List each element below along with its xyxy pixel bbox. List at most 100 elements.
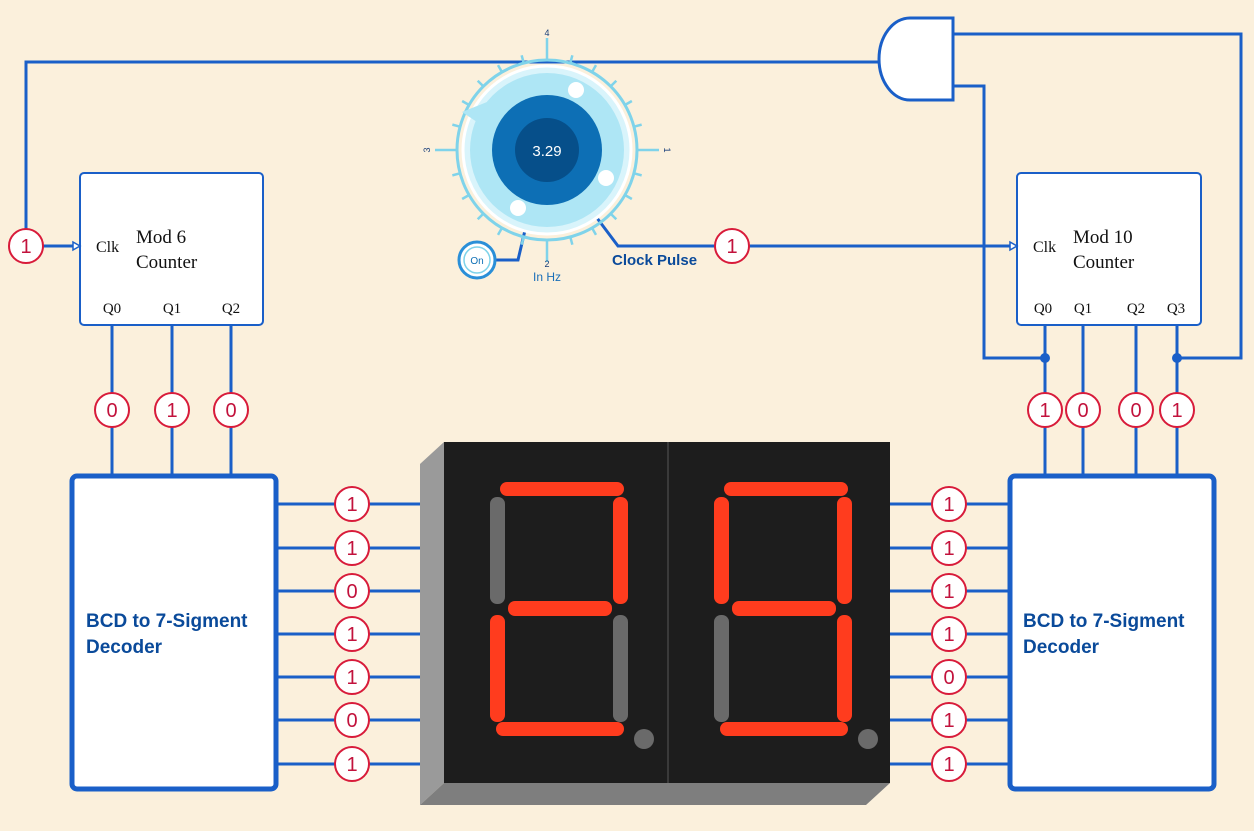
wire-and-input-a: [953, 32, 1243, 360]
mod6-output-q1: Q1: [163, 301, 181, 317]
mod10-clk-probe: 1: [714, 228, 750, 264]
mod10-output-q0: Q0: [1034, 301, 1052, 317]
right-seg-probe-6: 1: [931, 746, 967, 782]
scale-label-1: 1: [662, 147, 672, 152]
mod6-q0-probe: 0: [94, 392, 130, 428]
frequency-unit-label: In Hz: [533, 270, 561, 284]
mod6-clk-label: Clk: [96, 239, 119, 256]
mod6-clk-probe-value: 1: [20, 236, 31, 258]
left-seg-probe-6: 1: [334, 746, 370, 782]
on-button-label: On: [470, 256, 483, 267]
decoder-right-title-line1: BCD to 7-Sigment: [1023, 611, 1185, 632]
right-seg-probe-5: 1: [931, 702, 967, 738]
decoder-left-title-line2: Decoder: [86, 637, 163, 658]
right-seg-probe-3: 1: [931, 616, 967, 652]
left-seg-probe-2: 0: [334, 573, 370, 609]
knob-tick: [625, 194, 633, 201]
right-seg-probe-2-value: 1: [943, 581, 954, 603]
knob-ticks: [435, 38, 659, 262]
mod10-clk-probe-value: 1: [726, 236, 737, 258]
segment-a: [724, 482, 848, 496]
left-seg-probe-1-value: 1: [346, 538, 357, 560]
knob-tick: [452, 172, 460, 177]
seven-segment-display: [420, 442, 890, 805]
segment-c: [613, 615, 628, 722]
right-seg-probe-3-value: 1: [943, 624, 954, 646]
mod10-output-q2: Q2: [1127, 301, 1145, 317]
right-seg-probe-0-value: 1: [943, 494, 954, 516]
knob-tick: [496, 64, 503, 72]
knob-tick: [634, 172, 642, 177]
left-seg-probe-5: 0: [334, 702, 370, 738]
knob-tick: [476, 213, 484, 221]
mod10-q0-probe: 1: [1027, 392, 1063, 428]
mod6-counter: Clk Mod 6 Counter Q0 Q1 Q2: [72, 172, 264, 326]
mod10-output-q3: Q3: [1167, 301, 1185, 317]
knob-pointer-icon: [462, 100, 492, 124]
knob-tick: [520, 55, 525, 63]
knob-tick: [461, 194, 469, 201]
left-seg-probe-3-value: 1: [346, 624, 357, 646]
decoder-right: BCD to 7-Sigment Decoder: [1007, 473, 1217, 792]
mod6-q2-probe: 0: [213, 392, 249, 428]
segment-a: [500, 482, 624, 496]
clock-value: 3.29: [532, 143, 561, 160]
mod10-clk-label: Clk: [1033, 239, 1056, 256]
clock-pulse-label: Clock Pulse: [612, 252, 697, 269]
mod6-clk-probe: 1: [8, 228, 44, 264]
mod6-output-q0: Q0: [103, 301, 121, 317]
display-digit-tens: [490, 482, 654, 749]
knob-tick: [520, 237, 525, 245]
knob-tick: [569, 55, 574, 63]
left-seg-probe-1: 1: [334, 530, 370, 566]
knob-indicator-dot: [568, 82, 584, 98]
junction-q3: [1172, 353, 1182, 363]
right-seg-probe-4-value: 0: [943, 667, 954, 689]
right-seg-probe-0: 1: [931, 486, 967, 522]
on-button[interactable]: On: [457, 240, 497, 280]
and-gate: [877, 16, 955, 102]
segment-e: [490, 615, 505, 722]
knob-tick: [496, 228, 503, 236]
segment-g: [508, 601, 612, 616]
left-seg-probe-2-value: 0: [346, 581, 357, 603]
clock-input-marker-icon: [72, 240, 82, 252]
wire-reset-to-mod6: [24, 60, 880, 248]
knob-tick: [591, 228, 598, 236]
left-seg-probe-4-value: 1: [346, 667, 357, 689]
left-seg-probe-3: 1: [334, 616, 370, 652]
scale-label-2: 2: [544, 259, 549, 269]
mod10-q1-probe-value: 0: [1077, 400, 1088, 422]
wire-clock-pulse: [592, 213, 1017, 248]
segment-b: [613, 497, 628, 604]
knob-tick: [610, 79, 618, 87]
mod10-q3-probe: 1: [1159, 392, 1195, 428]
knob-tick: [610, 213, 618, 221]
left-seg-probe-5-value: 0: [346, 710, 357, 732]
clock-input-marker-icon: [1009, 240, 1019, 252]
mod10-q1-probe: 0: [1065, 392, 1101, 428]
knob-tick: [476, 79, 484, 87]
wire-and-input-b: [953, 84, 1045, 360]
scale-label-3: 3: [422, 147, 432, 152]
left-seg-probe-6-value: 1: [346, 754, 357, 776]
knob-indicator-dot: [598, 170, 614, 186]
knob-indicator-dot: [510, 200, 526, 216]
display-digit-units: [714, 482, 878, 749]
right-seg-probe-4: 0: [931, 659, 967, 695]
decoder-right-title-line2: Decoder: [1023, 637, 1100, 658]
mod6-q2-probe-value: 0: [225, 400, 236, 422]
right-seg-probe-5-value: 1: [943, 710, 954, 732]
mod10-q0-probe-value: 1: [1039, 400, 1050, 422]
mod10-title-line2: Counter: [1073, 252, 1135, 273]
knob-tick: [461, 99, 469, 106]
knob-tick: [569, 237, 574, 245]
right-seg-probe-2: 1: [931, 573, 967, 609]
mod10-counter: Clk Mod 10 Counter Q0 Q1 Q2 Q3: [1009, 172, 1202, 326]
segment-g: [732, 601, 836, 616]
right-seg-probe-6-value: 1: [943, 754, 954, 776]
mod6-q1-probe: 1: [154, 392, 190, 428]
left-seg-probe-0-value: 1: [346, 494, 357, 516]
clock-frequency-knob[interactable]: 3.29: [435, 38, 659, 262]
junction-q0: [1040, 353, 1050, 363]
